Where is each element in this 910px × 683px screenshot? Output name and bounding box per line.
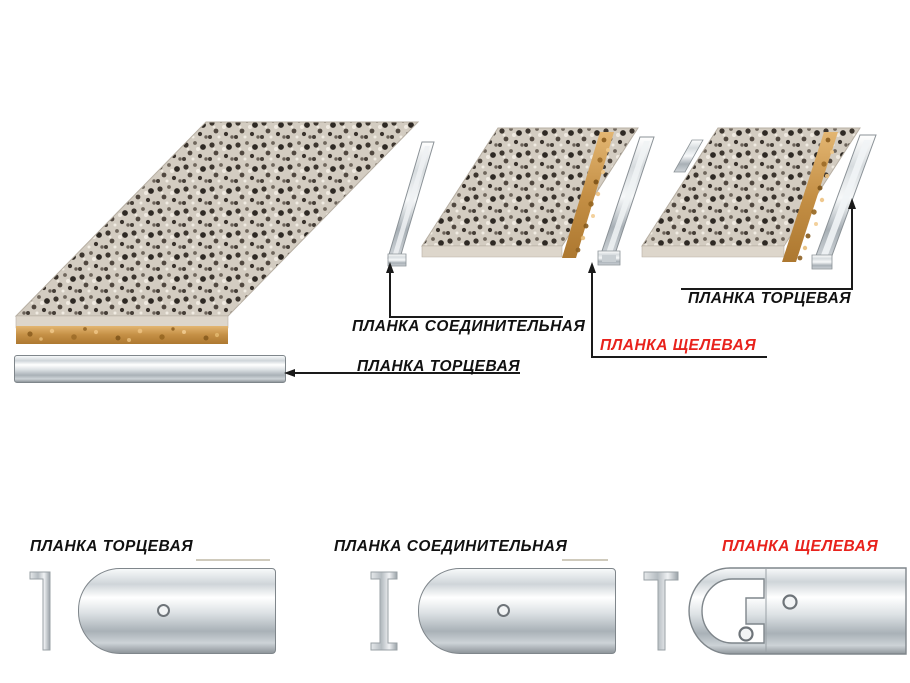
chipboard-edge-slab-3	[782, 132, 838, 262]
connecting-strip-profile-i-beam	[370, 571, 398, 651]
end-strip-right-leader-vertical	[851, 208, 853, 288]
label-connecting-strip-bottom: ПЛАНКА СОЕДИНИТЕЛЬНАЯ	[334, 538, 568, 555]
connecting-strip-bar	[418, 568, 616, 654]
end-strip-top-scene-right	[811, 134, 877, 270]
top-scene: ПЛАНКА СОЕДИНИТЕЛЬНАЯ ПЛАНКА ТОРЦЕВАЯ ПЛ…	[14, 121, 877, 383]
slot-strip-leader-vertical	[591, 272, 593, 356]
slot-strip-profile-t-shape	[643, 571, 679, 651]
end-strip-bar-hole	[157, 604, 170, 617]
chipboard-edge-slab-2	[562, 132, 614, 258]
label-connecting-strip-top: ПЛАНКА СОЕДИНИТЕЛЬНАЯ	[352, 318, 586, 335]
label-end-strip-left-top: ПЛАНКА ТОРЦЕВАЯ	[357, 358, 521, 375]
slot-strip-leader-underline	[591, 356, 767, 358]
end-strip-bar	[78, 568, 276, 654]
end-strip-label-underline	[196, 559, 270, 561]
label-end-strip-right-top: ПЛАНКА ТОРЦЕВАЯ	[688, 290, 852, 307]
end-strip-left-leader-line	[295, 372, 520, 374]
end-strip-profile-l-shape	[29, 571, 51, 651]
bottom-scene: ПЛАНКА ТОРЦЕВАЯ ПЛАНКА СОЕДИНИТЕЛЬНАЯ	[0, 520, 910, 683]
slot-strip-arrowhead	[588, 262, 596, 273]
end-strip-bar-top-scene	[14, 355, 286, 383]
connecting-strip-bar-hole	[497, 604, 510, 617]
connecting-strip-leader-vertical	[389, 272, 391, 316]
end-strip-stub-slab3-left	[673, 139, 704, 173]
connecting-strip-top-scene	[387, 141, 435, 267]
countertop-slab-1	[14, 121, 420, 344]
label-end-strip-bottom: ПЛАНКА ТОРЦЕВАЯ	[30, 538, 194, 555]
slot-strip-top-scene	[597, 136, 655, 266]
label-slot-strip-bottom: ПЛАНКА ЩЕЛЕВАЯ	[722, 538, 879, 555]
countertop-slab-3	[641, 127, 861, 258]
slot-strip-bar	[688, 567, 907, 655]
label-slot-strip-top: ПЛАНКА ЩЕЛЕВАЯ	[600, 337, 757, 354]
connecting-strip-leader-underline	[389, 316, 563, 318]
connecting-strip-arrowhead	[386, 262, 394, 273]
end-strip-right-leader-underline	[681, 288, 853, 290]
end-strip-left-arrowhead	[284, 369, 295, 377]
end-strip-right-arrowhead	[848, 198, 856, 209]
connecting-strip-label-underline	[562, 559, 608, 561]
countertop-slab-2	[421, 127, 639, 258]
